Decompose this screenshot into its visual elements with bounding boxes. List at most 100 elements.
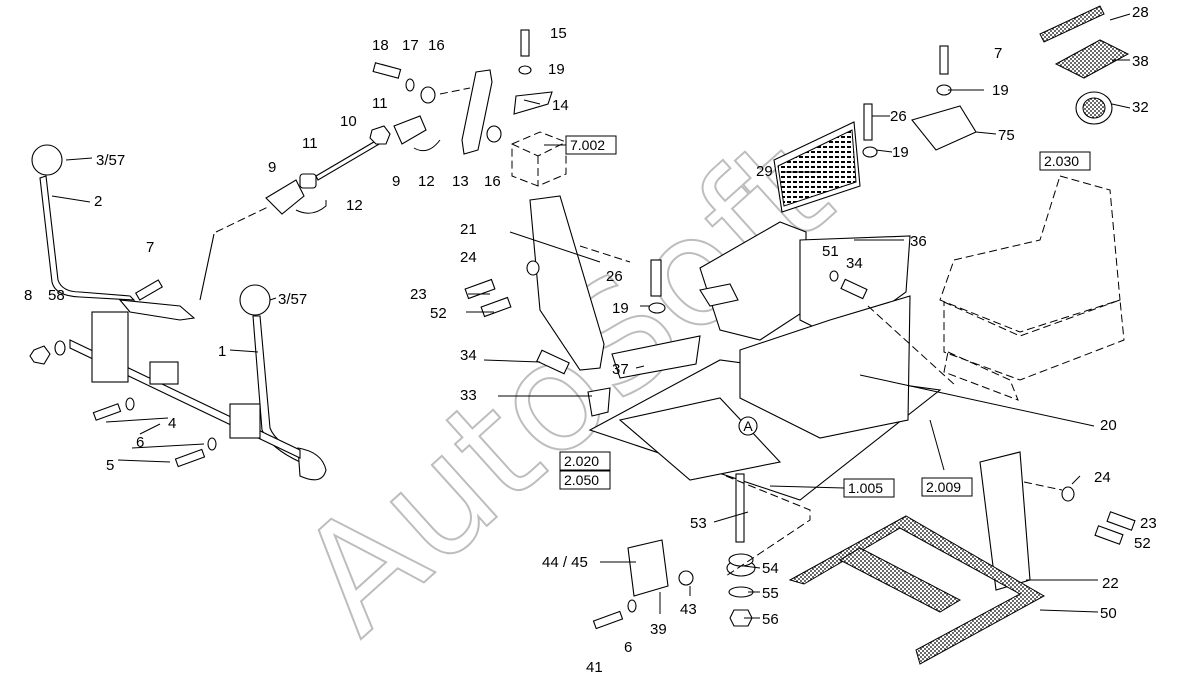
bolt-26a <box>863 103 873 141</box>
label-5: 5 <box>106 457 114 474</box>
label-21: 21 <box>460 221 477 238</box>
label-19c: 19 <box>892 144 909 161</box>
washer-16b <box>486 125 502 143</box>
bolt-34a <box>536 349 570 375</box>
bracket-75 <box>911 105 977 151</box>
floor-mat-50 <box>788 515 1046 665</box>
nut-43 <box>678 570 694 586</box>
dashed-assembly-7002 <box>511 131 567 187</box>
label-28: 28 <box>1132 4 1149 21</box>
label-23a: 23 <box>410 286 427 303</box>
svg-text:1.005: 1.005 <box>848 480 883 496</box>
bolt-7-left <box>134 279 164 301</box>
label-12b: 12 <box>346 197 363 214</box>
label-26b: 26 <box>606 268 623 285</box>
washer-24a <box>526 260 540 276</box>
clip-12b <box>413 139 441 152</box>
label-75: 75 <box>998 127 1015 144</box>
lever-plate-13 <box>461 69 493 155</box>
label-19a: 19 <box>548 61 565 78</box>
label-41: 41 <box>586 659 603 676</box>
lever-2 <box>31 144 136 301</box>
label-58: 58 <box>48 287 65 304</box>
label-9b: 9 <box>392 173 400 190</box>
reference-boxes: 7.002 2.030 2.020 2.050 1.005 2.009 <box>559 135 1091 498</box>
parts-38 <box>1054 39 1130 79</box>
label-16a: 16 <box>428 37 445 54</box>
washer-51 <box>829 270 839 282</box>
label-6a: 6 <box>136 434 144 451</box>
label-14: 14 <box>552 97 569 114</box>
label-357b: 3/57 <box>278 291 307 308</box>
label-357a: 3/57 <box>96 152 125 169</box>
ref-box-1005: 1.005 <box>843 478 895 498</box>
bolt-26b <box>650 259 662 297</box>
label-8: 8 <box>24 287 32 304</box>
label-56: 56 <box>762 611 779 628</box>
label-34a: 34 <box>846 255 863 272</box>
label-50: 50 <box>1100 605 1117 622</box>
cover-39 <box>627 539 669 597</box>
label-24b: 24 <box>1094 469 1111 486</box>
bolt-23b <box>1106 511 1136 531</box>
bracket-14 <box>513 91 553 115</box>
washer-6b <box>207 437 217 451</box>
ref-box-2009: 2.009 <box>921 477 973 497</box>
label-34b: 34 <box>460 347 477 364</box>
damper-54 <box>726 553 756 577</box>
label-51: 51 <box>822 243 839 260</box>
label-13: 13 <box>452 173 469 190</box>
bracket-plate <box>118 233 215 321</box>
label-54: 54 <box>762 560 779 577</box>
linkage-rod-10 <box>265 115 427 215</box>
bolt-34b <box>840 278 868 300</box>
label-23b: 23 <box>1140 515 1157 532</box>
label-38: 38 <box>1132 53 1149 70</box>
operator-seat <box>939 175 1125 401</box>
label-18: 18 <box>372 37 389 54</box>
label-10: 10 <box>340 113 357 130</box>
bracket-33 <box>587 387 611 417</box>
stud-53 <box>735 473 745 543</box>
ref-box-2050: 2.050 <box>559 470 611 490</box>
label-52a: 52 <box>430 305 447 322</box>
bolt-23a <box>464 278 496 300</box>
pivot-shaft-4 <box>69 311 301 459</box>
pedal-box <box>699 283 739 307</box>
screw-41 <box>592 610 624 630</box>
label-33: 33 <box>460 387 477 404</box>
washer-16a <box>420 86 436 104</box>
screw-5a <box>92 403 122 421</box>
clip-12a <box>295 200 327 214</box>
label-53: 53 <box>690 515 707 532</box>
screw-5b <box>174 448 206 468</box>
label-24a: 24 <box>460 249 477 266</box>
label-19d: 19 <box>612 300 629 317</box>
ref-box-2020: 2.020 <box>559 451 611 471</box>
svg-text:2.030: 2.030 <box>1044 153 1079 169</box>
svg-text:2.020: 2.020 <box>564 453 599 469</box>
label-4: 4 <box>168 415 176 432</box>
plate-37 <box>611 335 701 379</box>
label-39: 39 <box>650 621 667 638</box>
label-7a: 7 <box>994 45 1002 62</box>
washer-17 <box>405 78 415 92</box>
ref-box-7002: 7.002 <box>565 135 617 155</box>
label-11b: 11 <box>302 135 318 152</box>
label-37: 37 <box>612 361 629 378</box>
bolt-15 <box>520 29 530 57</box>
label-17: 17 <box>402 37 419 54</box>
label-4445: 44 / 45 <box>542 554 588 571</box>
label-9a: 9 <box>268 159 276 176</box>
label-16b: 16 <box>484 173 501 190</box>
label-20: 20 <box>1100 417 1117 434</box>
svg-text:7.002: 7.002 <box>570 137 605 153</box>
washer-6a <box>125 397 135 411</box>
grille-29 <box>773 121 861 213</box>
label-22: 22 <box>1102 575 1119 592</box>
label-36: 36 <box>910 233 927 250</box>
washer-24b <box>1061 486 1075 502</box>
ref-box-2030: 2.030 <box>1039 151 1091 171</box>
leader-lines <box>51 13 1131 619</box>
